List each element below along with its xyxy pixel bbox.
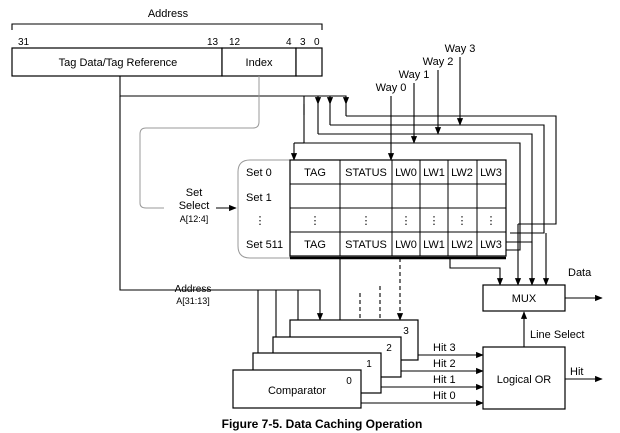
col-lw3-row511: LW3	[480, 239, 502, 251]
set-select-bits: A[12:4]	[180, 214, 209, 224]
tag-field-label: Tag Data/Tag Reference	[59, 57, 178, 69]
comparator-label: Comparator	[268, 385, 326, 397]
set-select-line2: Select	[179, 200, 210, 212]
set-0-label: Set 0	[246, 167, 272, 179]
dots-status: ⋮	[361, 215, 372, 227]
dots-tag: ⋮	[310, 215, 321, 227]
hit-out-label: Hit	[570, 366, 583, 378]
comparator-1-id: 1	[366, 359, 372, 370]
set-select-line1: Set	[186, 187, 203, 199]
comparator-stack	[232, 319, 419, 409]
figure-caption: Figure 7-5. Data Caching Operation	[222, 417, 423, 431]
col-lw1-row0: LW1	[423, 167, 445, 179]
data-out-label: Data	[568, 267, 592, 279]
bit-label-12: 12	[229, 37, 241, 48]
dots-lw0: ⋮	[401, 215, 412, 227]
bit-label-0: 0	[314, 37, 320, 48]
bit-label-4: 4	[286, 37, 292, 48]
col-lw0-row0: LW0	[395, 167, 417, 179]
set-511-label: Set 511	[246, 239, 283, 251]
col-lw2-row0: LW2	[451, 167, 473, 179]
hit-0-label: Hit 0	[433, 390, 456, 402]
dots-lw1: ⋮	[429, 215, 440, 227]
way-3-label: Way 3	[445, 43, 476, 55]
index-field-label: Index	[246, 57, 273, 69]
col-tag-row0: TAG	[304, 167, 326, 179]
cache-array	[289, 159, 507, 260]
col-status-row511: STATUS	[345, 239, 387, 251]
comparator-2-id: 2	[386, 343, 392, 354]
way-0-label: Way 0	[376, 82, 407, 94]
way-2-label: Way 2	[423, 56, 454, 68]
mux-label: MUX	[512, 293, 537, 305]
dots-lw2: ⋮	[457, 215, 468, 227]
bit-label-31: 31	[18, 37, 30, 48]
address-bus-bits: A[31:13]	[176, 296, 210, 306]
col-lw3-row0: LW3	[480, 167, 502, 179]
set-label-panel	[237, 159, 291, 259]
way-1-label: Way 1	[399, 69, 430, 81]
set-1-label: Set 1	[246, 192, 272, 204]
logical-or-block	[482, 346, 566, 410]
address-bus-label: Address	[175, 284, 212, 295]
line-select-label: Line Select	[530, 329, 584, 341]
hit-3-label: Hit 3	[433, 342, 456, 354]
col-lw0-row511: LW0	[395, 239, 417, 251]
hit-2-label: Hit 2	[433, 358, 456, 370]
bit-label-3: 3	[300, 37, 306, 48]
address-register	[11, 47, 323, 77]
set-dots: ⋮	[255, 215, 266, 227]
comparator-0-id: 0	[346, 376, 352, 387]
address-title: Address	[148, 8, 189, 20]
hit-1-label: Hit 1	[433, 374, 456, 386]
comparator-3-id: 3	[403, 326, 409, 337]
bit-label-13: 13	[207, 37, 219, 48]
col-lw2-row511: LW2	[451, 239, 473, 251]
dots-lw3: ⋮	[486, 215, 497, 227]
col-tag-row511: TAG	[304, 239, 326, 251]
col-status-row0: STATUS	[345, 167, 387, 179]
logical-or-label: Logical OR	[497, 374, 551, 386]
col-lw1-row511: LW1	[423, 239, 445, 251]
